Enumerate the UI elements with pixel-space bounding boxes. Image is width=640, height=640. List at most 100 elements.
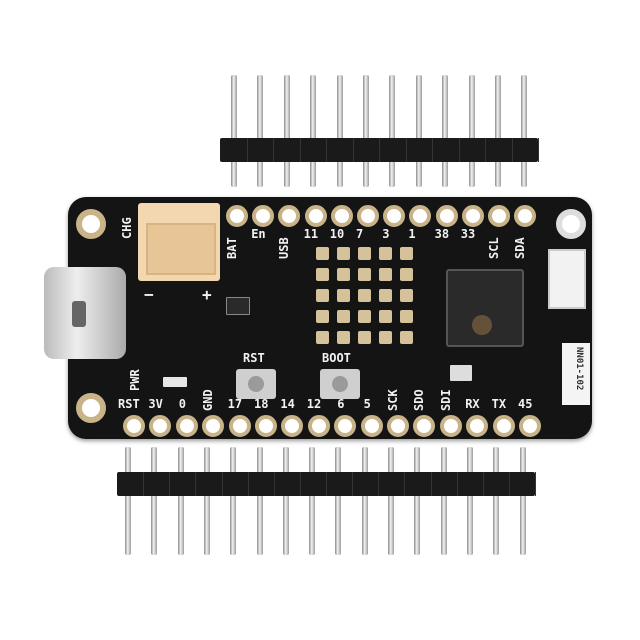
bottom-pin-label: 6 xyxy=(337,397,345,411)
top-pin-label: BAT xyxy=(225,237,239,259)
rgb-led xyxy=(316,331,329,344)
header-pin xyxy=(466,447,473,555)
header-pin xyxy=(336,75,343,187)
rgb-led xyxy=(337,310,350,323)
jst-battery-connector xyxy=(138,203,220,281)
pin-hole xyxy=(255,415,277,437)
pin-hole xyxy=(330,205,353,227)
header-block xyxy=(143,472,171,496)
header-block xyxy=(220,138,248,162)
pin-hole xyxy=(278,205,301,227)
pin-hole xyxy=(435,205,458,227)
pin-hole xyxy=(307,415,330,437)
header-pin xyxy=(415,75,422,187)
bottom-pin-label: 17 xyxy=(227,397,243,411)
header-pin xyxy=(388,447,394,555)
header-block xyxy=(117,472,145,496)
top-pin-label: SDA xyxy=(513,237,528,259)
bottom-pin-label: 12 xyxy=(306,397,322,411)
header-block xyxy=(459,138,486,162)
rgb-led xyxy=(379,289,392,302)
header-pin xyxy=(440,447,447,555)
mounting-hole xyxy=(76,393,106,423)
bottom-pin-label: 0 xyxy=(178,397,187,411)
header-pin xyxy=(414,447,421,555)
header-block xyxy=(274,472,301,496)
header-block xyxy=(457,472,484,496)
header-pin xyxy=(335,447,342,555)
rgb-led xyxy=(337,247,350,260)
usb-c-port xyxy=(44,267,126,359)
top-pin-label: 38 xyxy=(434,227,450,241)
pin-hole xyxy=(334,415,357,437)
header-block xyxy=(404,472,432,496)
pin-hole xyxy=(492,415,515,437)
ic-chip xyxy=(226,297,250,315)
header-block xyxy=(431,472,458,496)
rgb-led xyxy=(400,331,413,344)
header-pin xyxy=(519,447,526,555)
pin-hole xyxy=(175,415,198,437)
header-block xyxy=(195,472,223,496)
battery-plus-label: + xyxy=(202,285,212,304)
mounting-hole xyxy=(556,209,586,239)
header-pin xyxy=(521,75,528,187)
bottom-pin-header xyxy=(117,472,536,496)
top-pin-label: 10 xyxy=(329,227,345,241)
rgb-led xyxy=(337,331,350,344)
bottom-pin-label: GND xyxy=(201,389,216,411)
rgb-led xyxy=(358,268,371,281)
header-pin xyxy=(256,447,263,555)
crystal xyxy=(450,365,472,381)
pin-hole xyxy=(123,415,145,437)
rgb-led xyxy=(316,247,329,260)
header-pin xyxy=(283,75,290,187)
boot-button[interactable] xyxy=(320,369,360,399)
battery-minus-label: − xyxy=(144,285,154,304)
header-block xyxy=(326,472,354,496)
pin-hole xyxy=(413,415,436,437)
header-block xyxy=(326,138,354,162)
top-pin-label: 1 xyxy=(408,227,416,241)
header-block xyxy=(169,472,197,496)
top-pin-label: 33 xyxy=(460,227,476,241)
pin-hole xyxy=(439,415,462,437)
pin-hole xyxy=(357,205,379,227)
header-pin xyxy=(231,75,237,187)
pin-hole xyxy=(383,205,406,227)
header-pin xyxy=(282,447,289,555)
rgb-led xyxy=(400,310,413,323)
header-pin xyxy=(442,75,449,187)
bottom-pin-label: SDO xyxy=(412,389,427,411)
header-block xyxy=(248,472,275,496)
header-block xyxy=(512,138,539,162)
bottom-pin-label: RX xyxy=(465,397,480,411)
rst-button[interactable] xyxy=(236,369,276,399)
pin-hole xyxy=(488,205,510,227)
rgb-led xyxy=(379,331,392,344)
rgb-led xyxy=(379,268,392,281)
pin-hole xyxy=(202,415,225,437)
rgb-led xyxy=(316,289,329,302)
header-pin xyxy=(257,75,264,187)
pin-hole xyxy=(281,415,304,437)
top-pin-header xyxy=(220,138,539,162)
pin-hole xyxy=(387,415,409,437)
pin-hole xyxy=(514,205,537,227)
bottom-pin-label: 45 xyxy=(518,397,533,411)
top-pin-label: En xyxy=(251,227,266,241)
header-pin xyxy=(495,75,501,187)
bottom-pin-label: 5 xyxy=(363,397,371,411)
header-pin xyxy=(493,447,500,555)
header-block xyxy=(483,472,510,496)
top-pin-label: SCL xyxy=(487,237,501,259)
header-pin xyxy=(468,75,475,187)
rgb-led xyxy=(316,268,329,281)
header-block xyxy=(300,138,327,162)
pwr-label: PWR xyxy=(128,369,142,391)
header-pin xyxy=(309,447,316,555)
header-pin xyxy=(310,75,317,187)
header-block xyxy=(378,472,406,496)
bottom-pin-label: TX xyxy=(491,397,507,411)
